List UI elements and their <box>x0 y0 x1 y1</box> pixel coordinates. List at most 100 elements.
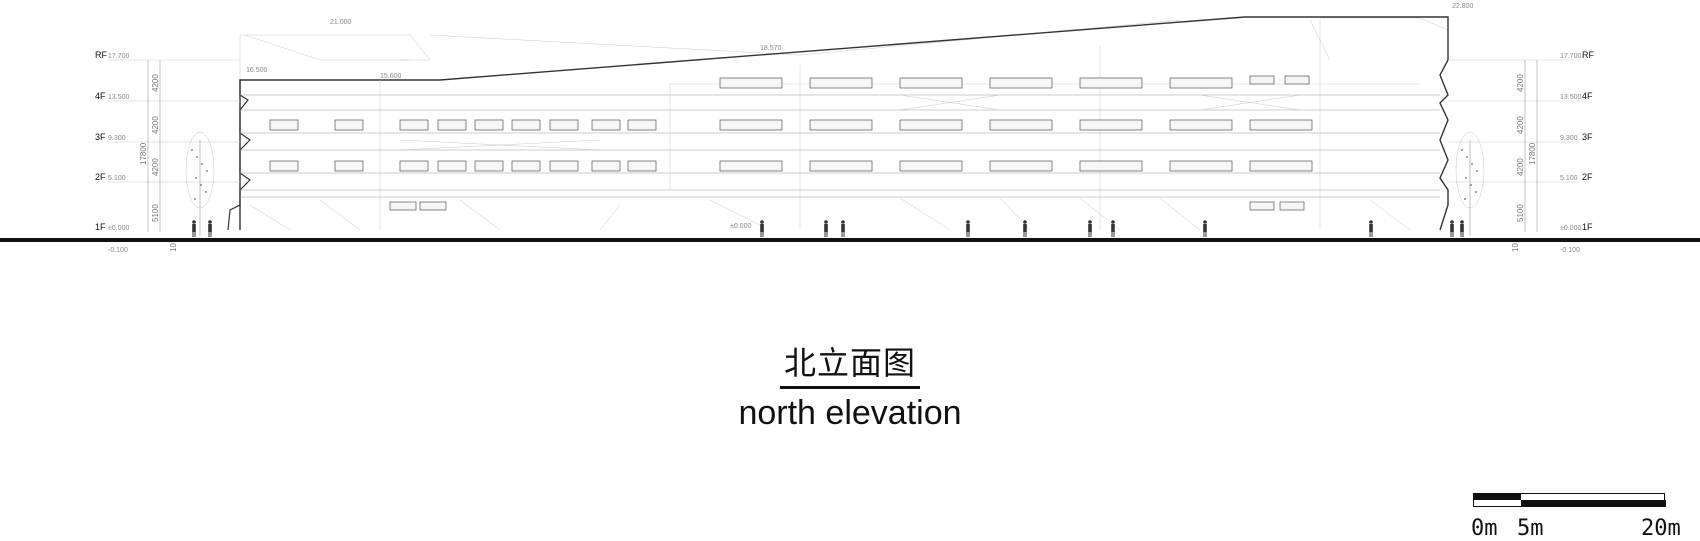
window <box>474 160 504 172</box>
level-label-left-rf: RF <box>95 50 107 60</box>
window <box>1249 75 1275 85</box>
window <box>511 160 541 172</box>
dim-left-4200-b: 4200 <box>151 116 160 134</box>
window <box>719 160 783 172</box>
person-figure <box>760 220 764 237</box>
window <box>334 119 364 131</box>
level-label-left-2f: 2F <box>95 172 106 182</box>
window <box>419 201 447 211</box>
scale-label-20m: 20m <box>1641 516 1681 541</box>
left-facade <box>227 80 251 231</box>
tree <box>185 131 215 236</box>
window <box>1249 201 1275 211</box>
scale-bar: 0m 5m 20m <box>1471 491 1681 541</box>
window <box>627 119 657 131</box>
level-label-left-1f: 1F <box>95 222 106 232</box>
scale-bar-segment-0-5 <box>1473 493 1521 500</box>
dim-right-4200-a: 4200 <box>1516 74 1525 92</box>
dim-left-5100: 5100 <box>151 204 160 222</box>
ground-elev-right: -0.100 <box>1560 247 1580 254</box>
dim-left-total: 17800 <box>139 142 148 165</box>
level-label-right-rf: RF <box>1582 50 1594 60</box>
window <box>627 160 657 172</box>
window <box>1249 160 1313 172</box>
window <box>989 119 1053 131</box>
window <box>719 119 783 131</box>
window <box>809 119 873 131</box>
scale-label-0m: 0m <box>1471 516 1498 541</box>
window <box>1169 160 1233 172</box>
dim-right-total: 17800 <box>1528 142 1537 165</box>
level-elev-right-rf: 17.700 <box>1560 53 1582 60</box>
roof-elev-5: 22.800 <box>1452 3 1474 10</box>
window <box>719 77 783 89</box>
window <box>269 119 299 131</box>
window <box>899 160 963 172</box>
window <box>1079 77 1143 89</box>
scale-bar-outline <box>1473 493 1665 507</box>
window <box>549 160 579 172</box>
window <box>1169 77 1233 89</box>
level-elev-right-4f: 13.500 <box>1560 94 1582 101</box>
person-figure <box>1088 220 1092 237</box>
window-bands <box>269 75 1313 211</box>
level-elev-right-2f: 5.100 <box>1560 175 1578 182</box>
window <box>899 119 963 131</box>
level-label-right-3f: 3F <box>1582 132 1593 142</box>
level-elev-left-4f: 13.500 <box>108 94 130 101</box>
window <box>809 77 873 89</box>
window <box>591 160 621 172</box>
window <box>1249 119 1313 131</box>
level-elev-right-3f: 9.300 <box>1560 135 1578 142</box>
level-label-left-4f: 4F <box>95 91 106 101</box>
roof-elev-1: 21.000 <box>330 19 352 26</box>
level-markers-left: RF 17.700 4F 13.500 3F 9.300 2F 5.100 1F… <box>95 50 240 254</box>
floor-lines <box>240 20 1440 230</box>
scale-bar-segment-5-10 <box>1521 500 1666 507</box>
window <box>989 77 1053 89</box>
window <box>1079 119 1143 131</box>
dim-right-4200-c: 4200 <box>1516 158 1525 176</box>
person-figure <box>824 220 828 237</box>
window <box>437 119 467 131</box>
level-elev-left-1f: ±0.000 <box>108 225 129 232</box>
drawing-title-chinese-text: 北立面图 <box>779 338 920 389</box>
ground-elev-left: -0.100 <box>108 247 128 254</box>
window <box>269 160 299 172</box>
structural-diagonals <box>249 94 1411 231</box>
window <box>1279 201 1305 211</box>
window <box>437 160 467 172</box>
north-elevation-drawing: RF 17.700 4F 13.500 3F 9.300 2F 5.100 1F… <box>0 3 1700 254</box>
dim-right-5100: 5100 <box>1516 204 1525 222</box>
window <box>389 201 417 211</box>
dim-left-4200-c: 4200 <box>151 158 160 176</box>
building-outline <box>239 16 1449 231</box>
window <box>474 119 504 131</box>
person-figure <box>208 220 212 237</box>
window <box>809 160 873 172</box>
level-label-right-2f: 2F <box>1582 172 1593 182</box>
entrance-elev: ±0.000 <box>730 223 751 230</box>
roof-elev-2: 16.500 <box>246 67 268 74</box>
level-elev-left-rf: 17.700 <box>108 53 130 60</box>
person-figure <box>841 220 845 237</box>
person-figure <box>192 220 196 237</box>
trees <box>185 131 1485 236</box>
roof-elev-3: 15.600 <box>380 73 402 80</box>
level-elev-left-2f: 5.100 <box>108 175 126 182</box>
window <box>1079 160 1143 172</box>
drawing-title-english: north elevation <box>738 394 962 432</box>
level-label-left-3f: 3F <box>95 132 106 142</box>
person-figure <box>1111 220 1115 237</box>
level-elev-right-1f: ±0.000 <box>1560 225 1581 232</box>
window <box>399 119 429 131</box>
window <box>899 77 963 89</box>
window <box>1284 75 1310 85</box>
window <box>399 160 429 172</box>
roof-elev-4: 18.570 <box>760 45 782 52</box>
person-figure <box>1450 220 1454 237</box>
person-figure <box>1369 220 1373 237</box>
dim-right-4200-b: 4200 <box>1516 116 1525 134</box>
dim-left-tree: 10 <box>169 243 178 252</box>
window <box>511 119 541 131</box>
